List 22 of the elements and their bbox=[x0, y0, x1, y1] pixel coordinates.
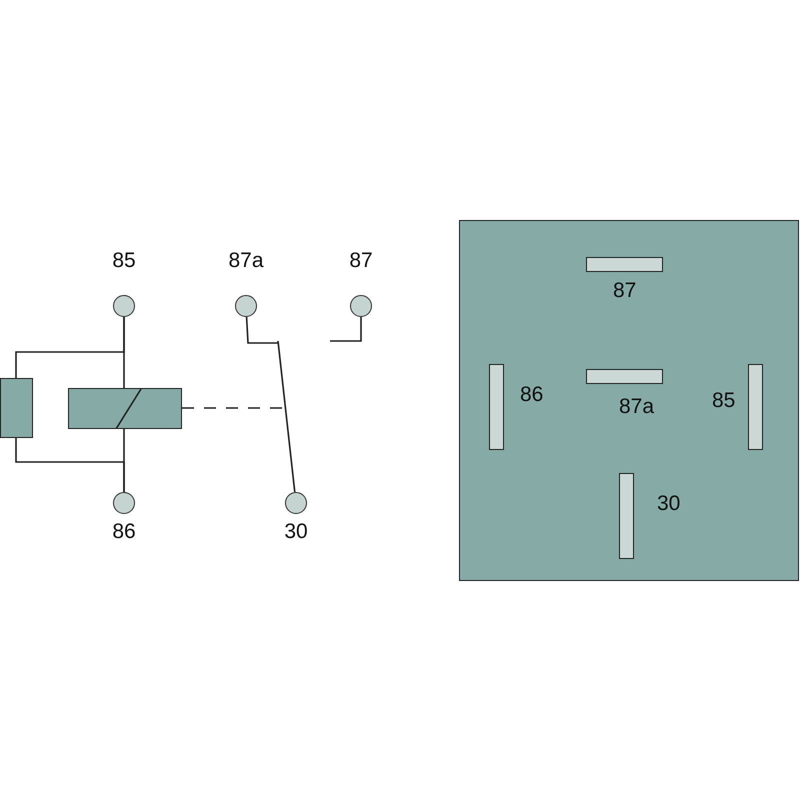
pin-terminal bbox=[586, 369, 663, 384]
pin-label: 87a bbox=[619, 395, 654, 419]
terminal-label: 86 bbox=[112, 520, 136, 544]
relay-coil bbox=[68, 388, 182, 429]
pin-label: 86 bbox=[520, 383, 544, 407]
resistor-symbol bbox=[0, 378, 33, 438]
pin-terminal bbox=[748, 364, 763, 450]
terminal-label: 87a bbox=[228, 249, 264, 273]
pin-terminal bbox=[586, 257, 663, 272]
wire bbox=[330, 317, 362, 342]
pin-label: 30 bbox=[657, 492, 680, 516]
pin-terminal bbox=[619, 473, 634, 559]
terminal-label: 30 bbox=[284, 520, 308, 544]
terminal-label: 85 bbox=[112, 249, 136, 273]
wire bbox=[15, 438, 125, 492]
relay-housing bbox=[459, 220, 799, 581]
wire bbox=[15, 317, 125, 378]
pin-label: 87 bbox=[613, 279, 636, 303]
terminal-label: 87 bbox=[349, 249, 373, 273]
pin-label: 85 bbox=[712, 389, 736, 413]
pin-terminal bbox=[489, 364, 504, 450]
wire bbox=[246, 316, 296, 492]
